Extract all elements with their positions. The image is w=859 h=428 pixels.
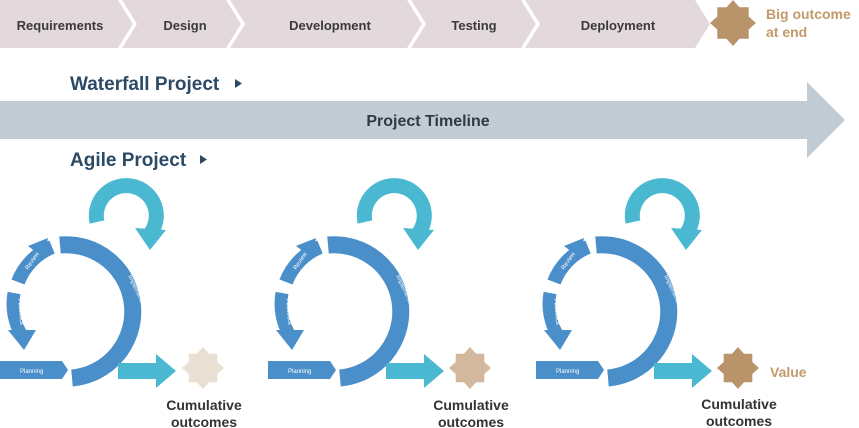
phase-label-development: Development <box>289 18 371 33</box>
cycle-1-outcome-star-icon <box>182 347 224 389</box>
phase-design: Design <box>122 0 241 48</box>
sprint-cycle-3: Planning Implementation Review Feedback … <box>536 186 807 428</box>
cycle-2-outcome-line1: Cumulative <box>433 397 509 413</box>
phase-requirements: Requirements <box>0 0 133 48</box>
cycle-1-planning-label: Planning <box>20 369 43 375</box>
cycle-3-feedback-label: Feedback <box>552 299 560 327</box>
cycle-3-outcome-star-icon <box>717 347 759 389</box>
cycle-1-outcome-line2: outcomes <box>171 414 237 428</box>
cycle-1-feedback-label: Feedback <box>16 299 24 327</box>
project-timeline-label: Project Timeline <box>366 113 489 130</box>
sprint-cycle-1: Planning Implementation Review Feedback … <box>0 186 242 428</box>
cycle-2-outcome-star-icon <box>449 347 491 389</box>
big-outcome-label-line2: at end <box>766 24 807 40</box>
phase-deployment: Deployment <box>525 0 710 48</box>
big-outcome-label-line1: Big outcome <box>766 6 851 22</box>
phase-testing: Testing <box>411 0 536 48</box>
phase-label-deployment: Deployment <box>581 18 656 33</box>
cycle-2-outcome-line2: outcomes <box>438 414 504 428</box>
waterfall-project-title: Waterfall Project <box>70 74 220 95</box>
cycle-2-feedback-label: Feedback <box>284 299 292 327</box>
agile-title-arrow-icon <box>200 155 207 164</box>
sprint-cycle-2: Planning Implementation Review Feedback … <box>268 186 509 428</box>
cycle-3-outcome-line2: outcomes <box>706 413 772 428</box>
phase-development: Development <box>230 0 422 48</box>
waterfall-phases: Requirements Design Development Testing … <box>0 0 710 48</box>
phase-label-testing: Testing <box>451 18 496 33</box>
agile-project-title: Agile Project <box>70 150 187 171</box>
big-outcome-star-icon <box>710 0 756 46</box>
phase-label-design: Design <box>163 18 206 33</box>
cycle-1-outcome-line1: Cumulative <box>166 397 242 413</box>
cycle-2-planning-label: Planning <box>288 369 311 375</box>
waterfall-title-arrow-icon <box>235 79 242 88</box>
cycle-3-outcome-line1: Cumulative <box>701 396 777 412</box>
phase-label-requirements: Requirements <box>17 18 104 33</box>
project-timeline-arrow: Project Timeline <box>0 82 845 158</box>
cycle-3-planning-label: Planning <box>556 369 579 375</box>
value-label: Value <box>770 364 807 380</box>
